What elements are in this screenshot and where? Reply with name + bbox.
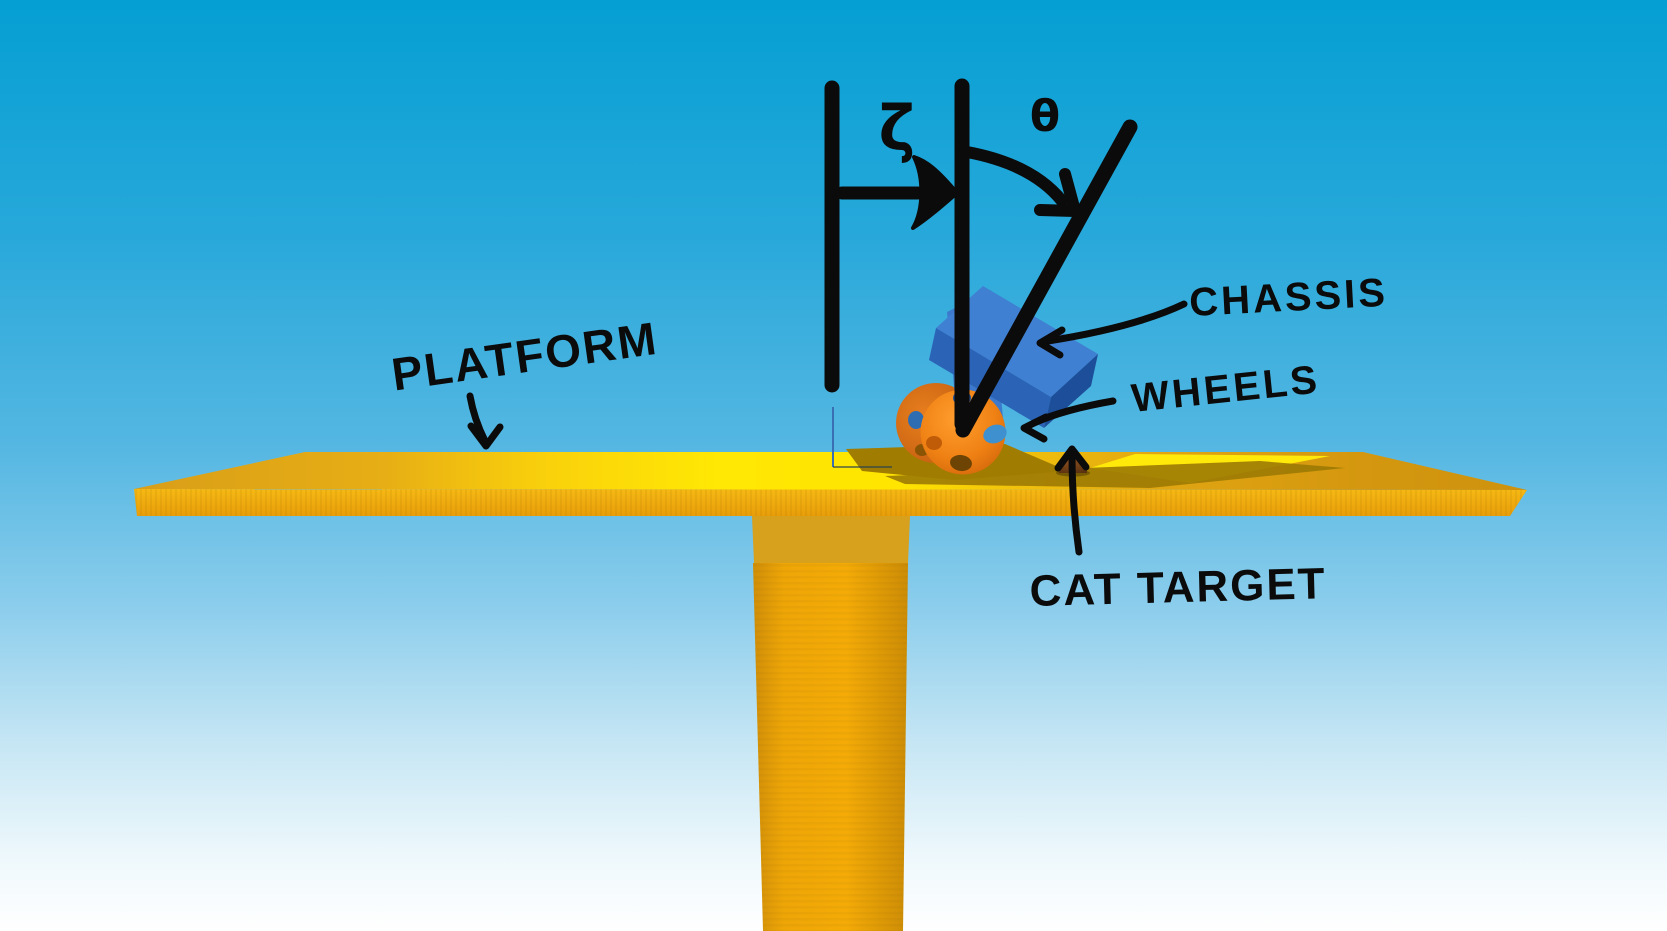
chassis-arrow	[1044, 300, 1188, 345]
zeta-arrowhead	[911, 155, 959, 230]
chassis-arrowhead	[1036, 326, 1066, 359]
rear-wheel-hole	[908, 411, 924, 429]
zeta-symbol: ζ	[879, 92, 916, 165]
theta-arc	[961, 146, 1068, 207]
front-wheel-hole	[926, 436, 942, 450]
pedestal-column-texture	[753, 563, 908, 931]
front-wheel-hole	[983, 424, 1007, 444]
cat-target-label: CAT TARGET	[1029, 559, 1327, 616]
cat-target-arrowhead	[1054, 445, 1090, 472]
platform-arrowhead	[467, 422, 504, 450]
platform-front-edge-texture	[134, 489, 1527, 516]
cat-target-arrow	[1068, 451, 1083, 556]
chassis-label: CHASSIS	[1188, 271, 1389, 325]
chassis-end-face	[1044, 354, 1098, 428]
pedestal-neck	[752, 516, 910, 563]
lean-angle-line	[955, 119, 1138, 438]
theta-arrowhead	[1034, 168, 1081, 217]
front-wheel-hole	[950, 454, 972, 472]
platform-shadow-band	[885, 461, 1345, 488]
wheels-arrowhead	[1020, 413, 1050, 443]
theta-symbol: θ	[1030, 91, 1060, 142]
